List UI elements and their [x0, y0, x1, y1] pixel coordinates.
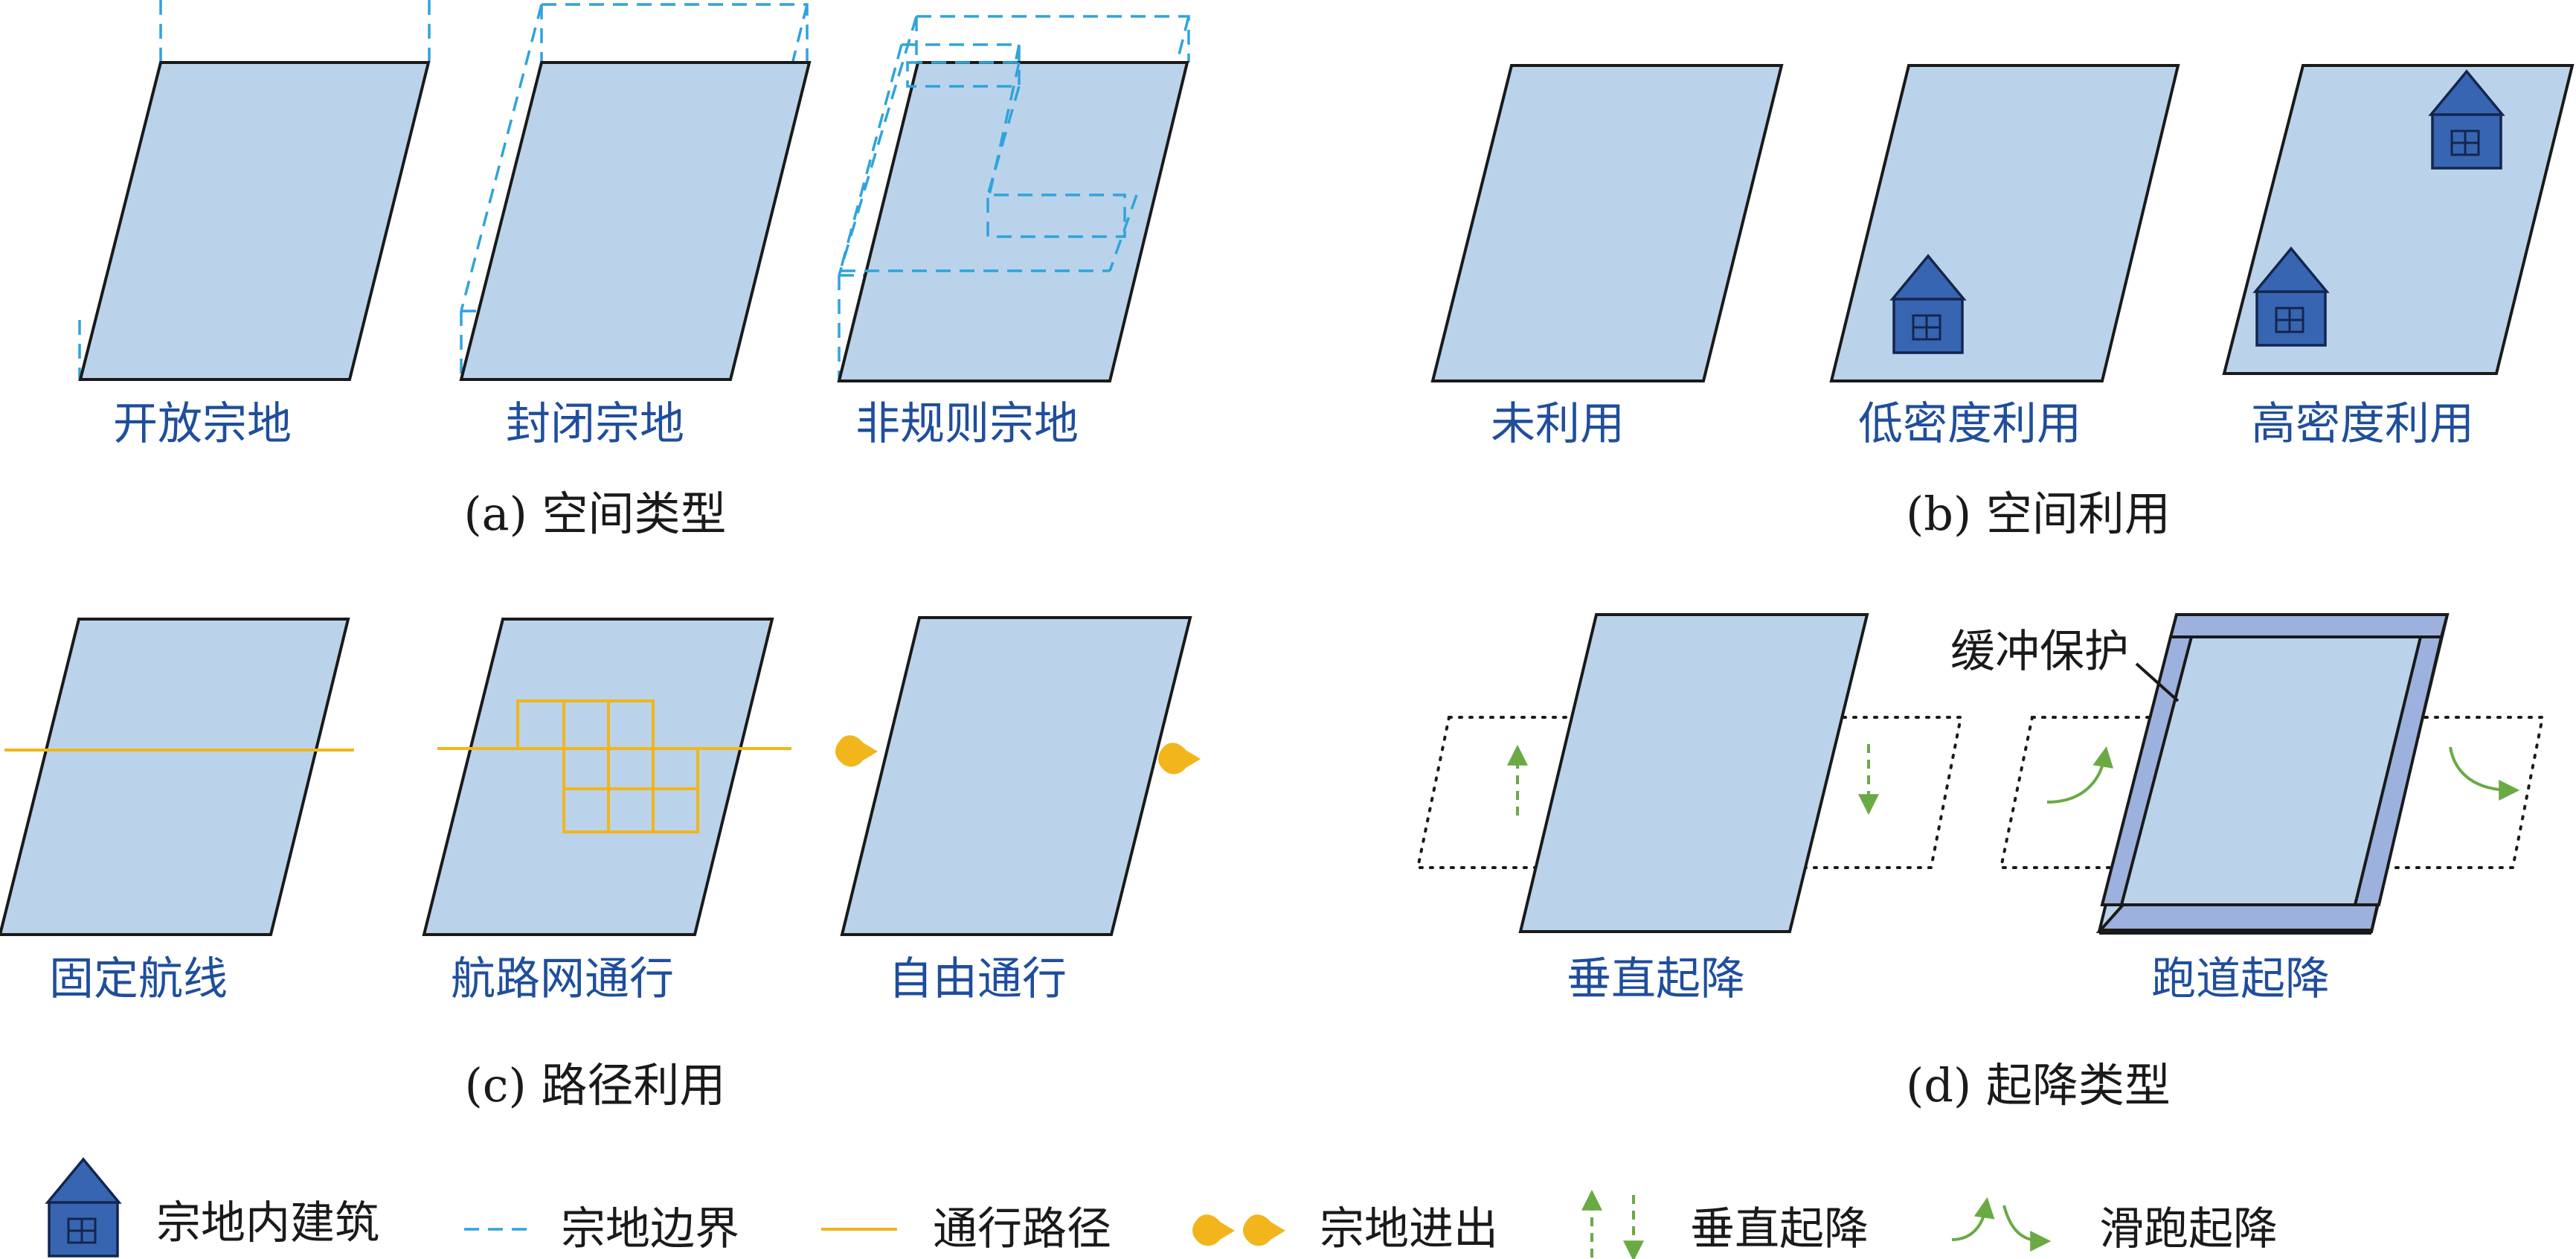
legend-vertical: 垂直起降	[1690, 1203, 1869, 1255]
low-density-plot	[1829, 64, 2180, 382]
legend-building: 宗地内建筑	[156, 1197, 379, 1249]
access-marker-icon	[835, 735, 878, 767]
caption-b: (b) 空间利用	[1906, 487, 2171, 541]
high-density-plot	[2222, 64, 2575, 375]
runway-takeoff-plot	[1999, 613, 2545, 935]
label-high-density: 高密度利用	[2251, 398, 2474, 450]
label-low-density: 低密度利用	[1858, 398, 2081, 450]
panel-c-path-use: 固定航线 航路网通行 自由通行 (c) 路径利用	[0, 616, 1201, 1112]
label-open-plot: 开放宗地	[113, 398, 292, 450]
label-runway-takeoff: 跑道起降	[2151, 953, 2330, 1005]
label-closed-plot: 封闭宗地	[506, 398, 684, 450]
buffer-zone	[2168, 613, 2450, 638]
label-irregular-plot: 非规则宗地	[855, 398, 1079, 450]
open-plot	[78, 0, 431, 381]
caption-d: (d) 起降类型	[1906, 1058, 2171, 1112]
label-free-passage: 自由通行	[888, 953, 1067, 1005]
curved-arrow-icon	[2002, 1205, 2052, 1252]
access-marker-icon	[1243, 1214, 1285, 1246]
legend-runway: 滑跑起降	[2099, 1203, 2278, 1255]
closed-plot	[459, 3, 812, 381]
fixed-route-plot	[0, 618, 354, 936]
house-icon	[46, 1158, 121, 1258]
free-passage-plot	[835, 616, 1201, 936]
panel-b-space-use: 未利用 低密度利用 高密度利用 (b) 空间利用	[1430, 64, 2575, 541]
legend-path: 通行路径	[933, 1203, 1111, 1255]
panel-a-space-types: 开放宗地 封闭宗地 非规则宗地 (a) 空间类型	[78, 0, 1190, 541]
curved-arrow-icon	[1951, 1196, 1995, 1241]
legend-access: 宗地进出	[1320, 1203, 1498, 1255]
curved-arrow-icon	[2449, 746, 2520, 801]
buffer-leader-line	[2135, 662, 2180, 702]
label-unused: 未利用	[1491, 398, 1625, 450]
curved-arrow-icon	[2046, 746, 2114, 804]
vertical-takeoff-plot	[1416, 613, 1963, 933]
caption-c: (c) 路径利用	[465, 1058, 726, 1112]
access-marker-icon	[1192, 1214, 1235, 1246]
label-vertical-takeoff: 垂直起降	[1567, 953, 1745, 1005]
legend-boundary: 宗地边界	[561, 1203, 739, 1255]
caption-a: (a) 空间类型	[463, 487, 726, 541]
route-network-plot	[422, 618, 791, 936]
panel-d-takeoff-types: 缓冲保护 垂直起降 跑道起降 (d) 起降类型	[1416, 613, 2545, 1112]
unused-plot	[1430, 64, 1784, 382]
label-fixed-route: 固定航线	[49, 953, 228, 1005]
label-buffer-protection: 缓冲保护	[1950, 626, 2129, 678]
irregular-plot	[837, 15, 1190, 382]
legend: 宗地内建筑 宗地边界 通行路径 宗地进出 垂直起降 滑跑起降	[46, 1158, 2278, 1259]
label-route-network: 航路网通行	[451, 953, 674, 1005]
access-marker-icon	[1158, 743, 1201, 775]
